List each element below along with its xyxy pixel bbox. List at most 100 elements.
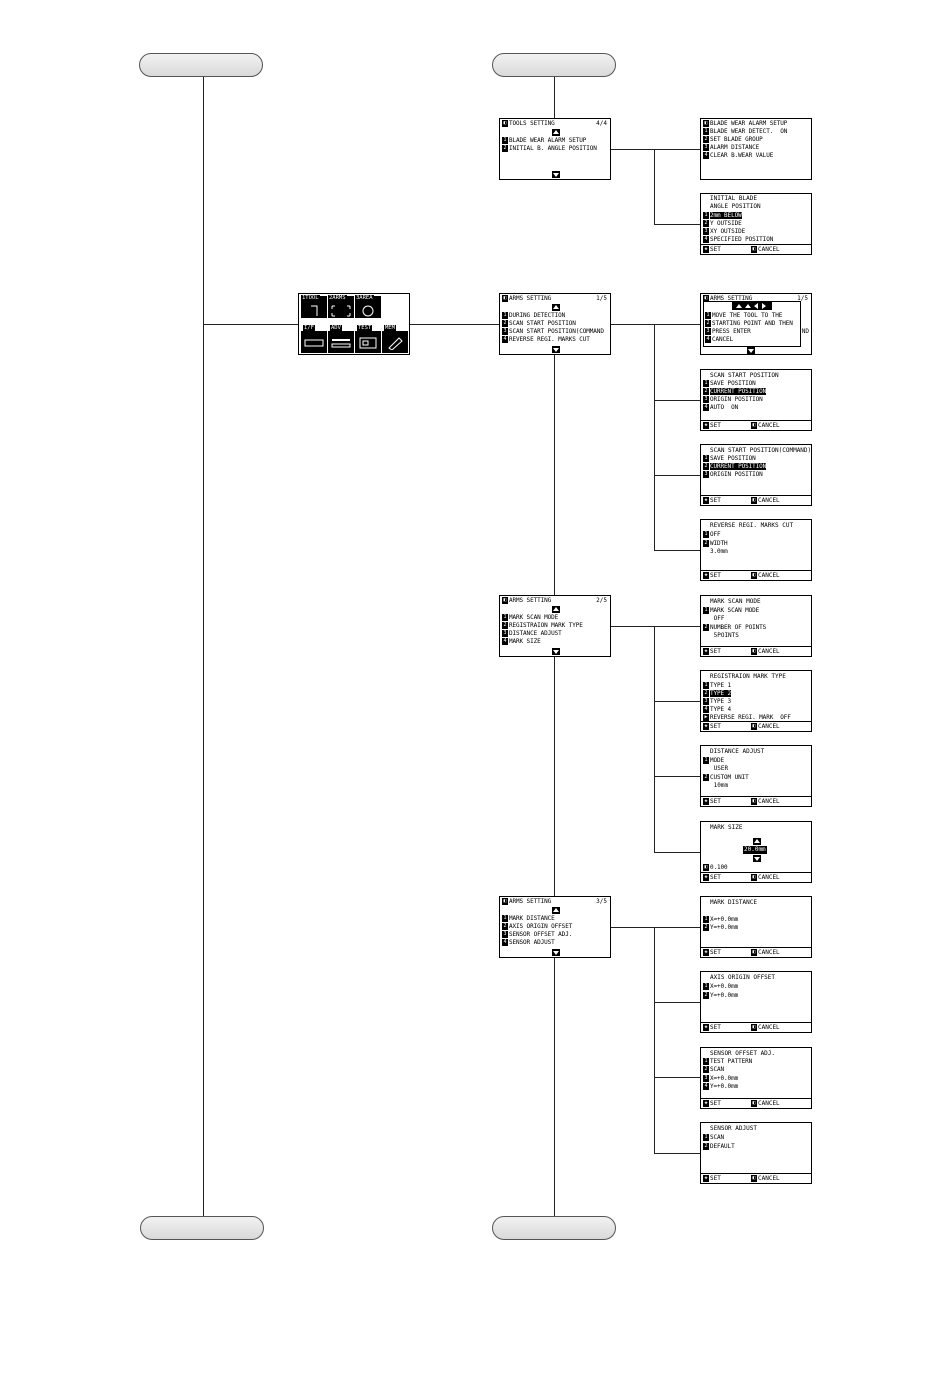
scroll-down-icon[interactable] (552, 171, 560, 178)
branch-arms3-1 (654, 927, 700, 928)
screen-title: DISTANCE ADJUST (710, 748, 765, 755)
scroll-down-icon[interactable] (552, 949, 560, 956)
cancel-button[interactable]: ◧CANCEL (751, 497, 780, 504)
scroll-up-icon[interactable] (552, 606, 560, 613)
menu-cell-if[interactable] (301, 331, 327, 353)
menu-item[interactable]: ▶REVERSE REGI. MARK OFF (703, 714, 791, 721)
branch-arms2-h (611, 626, 655, 627)
set-button[interactable]: ◈SET (703, 949, 721, 956)
increase-icon[interactable] (753, 838, 761, 845)
scroll-down-icon[interactable] (552, 648, 560, 655)
set-button[interactable]: ◈SET (703, 422, 721, 429)
page-number: 2/5 (596, 597, 607, 604)
scroll-up-icon[interactable] (552, 129, 560, 136)
scroll-down-icon[interactable] (747, 347, 755, 354)
cancel-button[interactable]: ◧CANCEL (751, 572, 780, 579)
set-button[interactable]: ◈SET (703, 1175, 721, 1182)
cancel-button[interactable]: ◧CANCEL (751, 422, 780, 429)
set-button[interactable]: ◈SET (703, 497, 721, 504)
cancel-button[interactable]: ◧CANCEL (751, 1024, 780, 1031)
set-button[interactable]: ◈SET (703, 572, 721, 579)
set-button[interactable]: ◈SET (703, 874, 721, 881)
screen-title: REGISTRAION MARK TYPE (710, 673, 786, 680)
scroll-down-icon[interactable] (552, 346, 560, 353)
step-value[interactable]: ◧0.100 (703, 864, 728, 871)
scroll-up-icon[interactable] (552, 304, 560, 311)
screen-title: INITIAL BLADE (710, 195, 757, 202)
cancel-button[interactable]: ◧CANCEL (751, 798, 780, 805)
cancel-button[interactable]: ◧CANCEL (751, 648, 780, 655)
connector-pill-bottom-left (140, 1216, 264, 1240)
set-button[interactable]: ◈SET (703, 1024, 721, 1031)
left-to-menu-line (203, 324, 298, 325)
set-button[interactable]: ◈SET (703, 648, 721, 655)
screen-title: ARMS SETTING (509, 898, 552, 905)
cancel-button[interactable]: ◧CANCEL (751, 723, 780, 730)
menu-cell-tool-2 (382, 296, 408, 318)
cancel-button[interactable]: ◧CANCEL (751, 246, 780, 253)
cancel-button[interactable]: ◧CANCEL (751, 874, 780, 881)
set-button[interactable]: ◈SET (703, 723, 721, 730)
set-button[interactable]: ◈SET (703, 798, 721, 805)
set-button[interactable]: ◈SET (703, 1100, 721, 1107)
cancel-button[interactable]: ◧CANCEL (751, 949, 780, 956)
cancel-button[interactable]: ◧CANCEL (751, 1175, 780, 1182)
set-button[interactable]: ◈SET (703, 246, 721, 253)
scroll-up-icon[interactable] (552, 907, 560, 914)
cancel-button[interactable]: ◧CANCEL (751, 1100, 780, 1107)
decrease-icon[interactable] (753, 855, 761, 862)
branch-arms3-4 (654, 1153, 700, 1154)
